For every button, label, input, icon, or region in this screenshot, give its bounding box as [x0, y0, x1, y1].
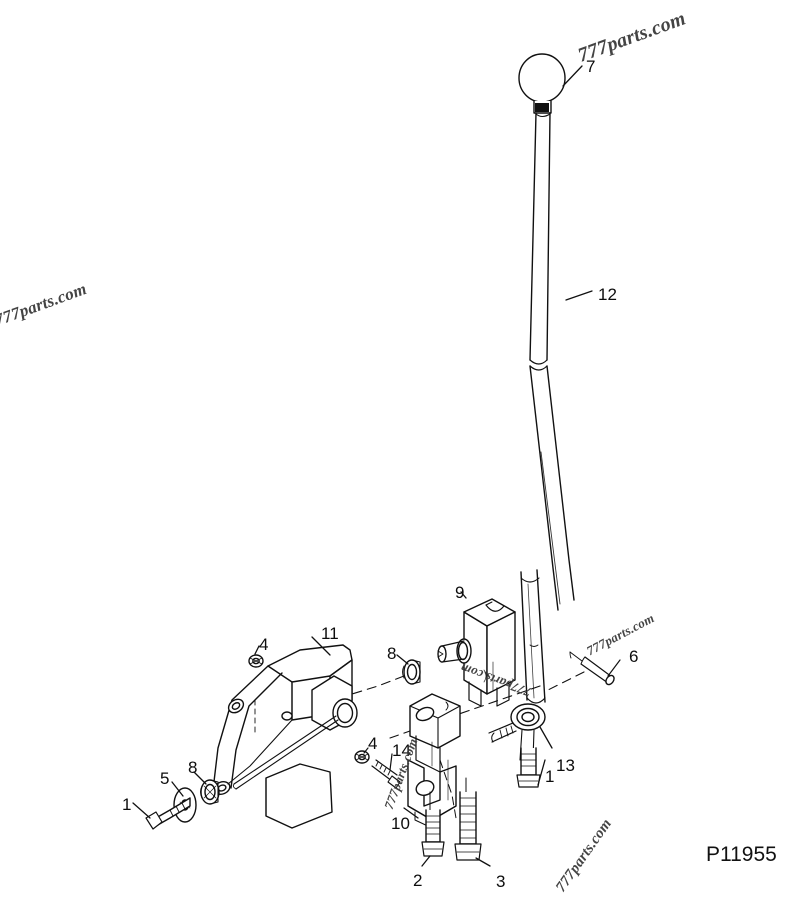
- leader-10: [403, 807, 419, 819]
- assembly-axis-pin: [547, 671, 585, 691]
- callout-shift-lever-shaft[interactable]: 12: [598, 285, 617, 304]
- leader-5: [171, 781, 184, 797]
- part-pivot-pin-6: [569, 651, 615, 686]
- part-bushing-upper-8: [402, 659, 421, 685]
- part-shift-lever-shaft-12: [520, 112, 575, 704]
- part-shift-yoke-10: [407, 693, 461, 829]
- callout-flat-washer[interactable]: 5: [160, 769, 170, 788]
- part-support-bracket-11: [212, 644, 358, 829]
- part-bushing-lower-8: [200, 779, 220, 805]
- leader-14: [389, 753, 393, 771]
- leader-4-lower: [363, 747, 369, 754]
- leader-1-right: [537, 759, 546, 786]
- leader-3: [475, 857, 491, 867]
- part-pivot-bracket-9: [437, 598, 516, 707]
- callout-ball-joint-rod-end[interactable]: 13: [556, 756, 575, 775]
- leader-9: [460, 591, 467, 599]
- callout-pivot-bracket[interactable]: 9: [455, 583, 465, 602]
- leader-12: [565, 290, 593, 301]
- part-bolt-long-3: [454, 777, 482, 861]
- part-stud-bolt-14: [371, 759, 401, 789]
- callout-bolt-right[interactable]: 1: [545, 767, 555, 786]
- assembly-axis-yoke: [439, 759, 457, 819]
- assembly-axis-bushing: [351, 675, 405, 695]
- leader-13: [539, 726, 553, 749]
- leader-4-upper: [254, 645, 260, 655]
- part-bolt-short-2: [421, 791, 445, 857]
- part-bolt-left-1: [145, 797, 191, 830]
- callout-lock-washer-lower[interactable]: 4: [368, 734, 378, 753]
- part-lock-washer-lower-4: [354, 750, 370, 764]
- callout-bushing-lower[interactable]: 8: [188, 758, 198, 777]
- callout-lock-washer-upper[interactable]: 4: [259, 635, 269, 654]
- part-ball-joint-13: [488, 703, 546, 761]
- leader-6: [607, 659, 621, 677]
- callout-bushing-upper[interactable]: 8: [387, 644, 397, 663]
- leader-8-upper: [396, 654, 409, 665]
- callout-pivot-pin[interactable]: 6: [629, 647, 639, 666]
- leader-1-left: [132, 802, 151, 819]
- callout-bolt-left[interactable]: 1: [122, 795, 132, 814]
- leader-8-lower: [193, 771, 207, 785]
- leader-7: [562, 65, 583, 87]
- leader-2: [421, 855, 431, 867]
- part-lock-washer-upper-4: [248, 654, 264, 668]
- callout-support-bracket[interactable]: 11: [321, 624, 339, 643]
- leader-11: [311, 636, 331, 656]
- callout-stud-bolt[interactable]: 14: [392, 741, 411, 760]
- callout-shift-yoke[interactable]: 10: [391, 814, 410, 833]
- part-bolt-right-1: [516, 747, 541, 788]
- callout-bolt-long[interactable]: 3: [496, 872, 506, 891]
- callout-shift-knob[interactable]: 7: [586, 57, 596, 76]
- assembly-axis-main: [389, 685, 541, 739]
- callout-bolt-short[interactable]: 2: [413, 871, 423, 890]
- drawing-number: P11955: [706, 843, 777, 866]
- part-shift-knob-7: [518, 53, 566, 114]
